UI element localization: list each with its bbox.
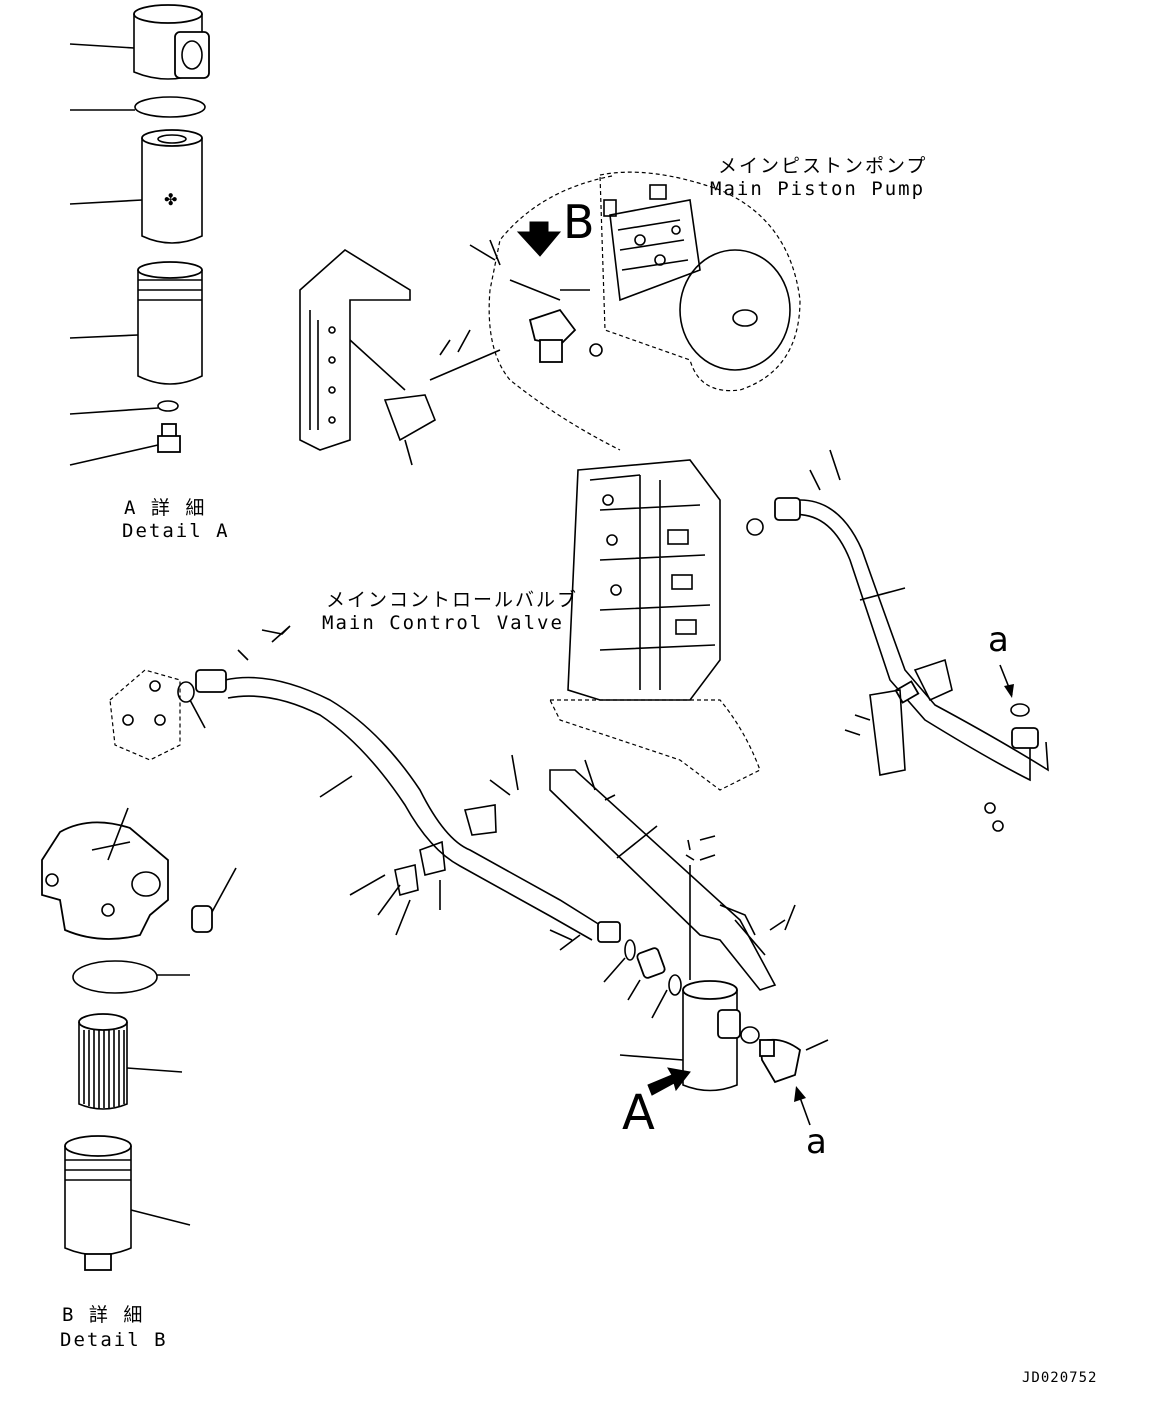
detail-b-exploded-view: [41, 807, 237, 1271]
filter-cap-a: [69, 4, 210, 80]
filter-element-b: [78, 1013, 183, 1110]
arrow-view-b-icon: [516, 221, 562, 257]
main-piston-pump: [599, 171, 801, 392]
arrow-ref-a-upper-icon: [999, 664, 1014, 698]
filter-head-b: [41, 807, 169, 940]
main-control-valve: [549, 459, 761, 791]
adapter-b: [191, 867, 237, 933]
arrow-view-a-icon: [647, 1067, 691, 1096]
detail-b-label-en: Detail B: [60, 1329, 168, 1351]
return-pipe-right: [746, 449, 1049, 832]
drain-plug-a: [69, 423, 181, 466]
filter-element-a: ✤: [69, 129, 203, 244]
view-b-letter: B: [563, 195, 595, 249]
o-ring-a1: [70, 96, 206, 118]
return-filter-a: [549, 865, 829, 1092]
ref-a-upper-letter: a: [988, 620, 1009, 660]
view-a-letter: A: [622, 1085, 655, 1141]
detail-a-label-jp: A 詳 細: [124, 497, 207, 519]
valve-label-jp: メインコントロールバルブ: [326, 589, 579, 611]
ref-a-lower-letter: a: [806, 1122, 827, 1162]
detail-a-exploded-view: ✤: [69, 4, 210, 466]
check-valve-b: [439, 239, 603, 363]
detail-b-label-jp: B 詳 細: [62, 1304, 145, 1326]
o-ring-b: [72, 960, 190, 994]
support-bar: [549, 759, 796, 991]
valve-label-en: Main Control Valve: [322, 612, 564, 634]
drawing-number: JD020752: [1022, 1370, 1098, 1386]
filter-bowl-a: [69, 261, 203, 385]
pump-label-en: Main Piston Pump: [710, 178, 926, 200]
detail-a-label-en: Detail A: [122, 520, 230, 542]
suction-pipe-left: [177, 625, 621, 943]
o-ring-a2: [69, 400, 179, 415]
filter-bowl-b: [64, 1135, 191, 1271]
svg-text:✤: ✤: [164, 190, 177, 209]
arrow-ref-a-lower-icon: [794, 1086, 811, 1126]
mounting-bracket-upper: [299, 249, 501, 466]
valve-block-left: [109, 669, 206, 761]
pump-label-jp: メインピストンポンプ: [718, 155, 928, 177]
pilot-line: [488, 175, 621, 451]
